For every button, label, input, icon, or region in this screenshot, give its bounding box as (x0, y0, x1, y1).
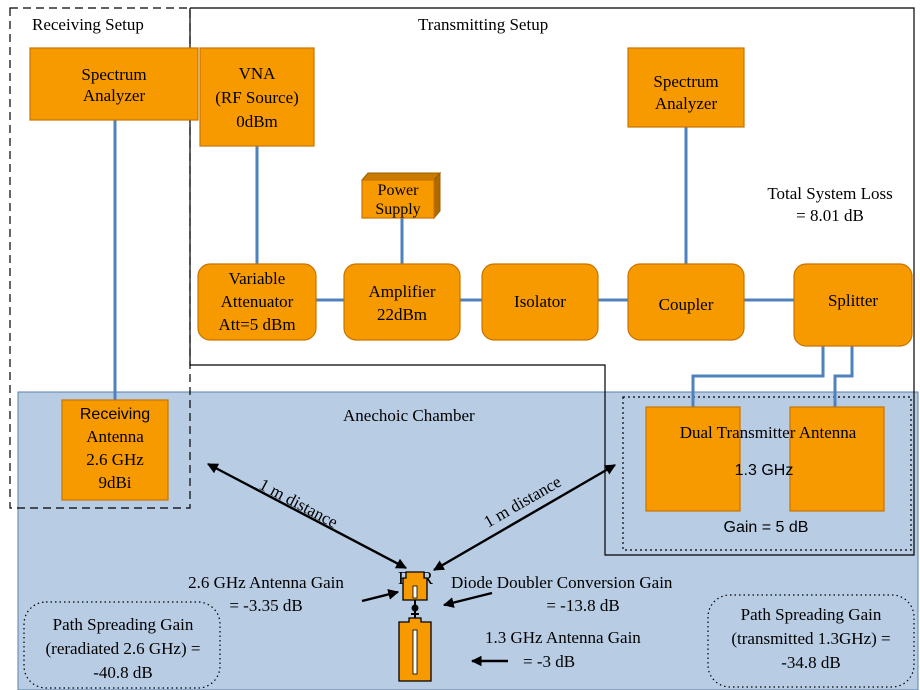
transmitting-setup-outline (189, 7, 915, 556)
amplifier-box (343, 263, 461, 341)
dual-antenna-gain: Gain = 5 dB (724, 519, 809, 536)
variable-attenuator-box (197, 263, 317, 341)
rx-antenna-label-3: 2.6 GHz (86, 450, 144, 469)
vna-label-2: (RF Source) (215, 88, 299, 107)
ant26-gain-arrow (361, 589, 400, 603)
total-loss-label-1: Total System Loss (767, 184, 892, 203)
dual-antenna-label: Dual Transmitter Antenna (680, 423, 857, 442)
path-spreading-right-outline (707, 594, 915, 688)
isolator-label: Isolator (514, 292, 566, 311)
transmit-antenna-2 (789, 406, 885, 512)
coupler-label: Coupler (659, 295, 714, 314)
vna-label-3: 0dBm (236, 112, 278, 131)
path-spreading-left-outline (23, 601, 221, 689)
power-label-1: Power (378, 182, 420, 199)
receiving-setup-outline (9, 7, 191, 509)
diode-gain-arrow (442, 591, 493, 608)
splitter-box (793, 263, 913, 347)
path-right-label-1: Path Spreading Gain (741, 605, 882, 624)
path-left-label-2: (reradiated 2.6 GHz) = (46, 639, 201, 658)
connection-wires (113, 120, 854, 407)
rx-antenna-label-1: Receiving (80, 406, 150, 423)
path-left-label-3: -40.8 dB (93, 663, 153, 682)
splitter-label: Splitter (828, 291, 878, 310)
rx-antenna-label-2: Antenna (86, 427, 144, 446)
coupler-box (627, 263, 745, 341)
receiving-setup-title: Receiving Setup (32, 15, 144, 34)
rx-spectrum-analyzer-box (29, 47, 199, 121)
amp-label-1: Amplifier (368, 282, 435, 301)
tx-spectrum-analyzer-box (627, 47, 745, 128)
diode-gain-label-2: = -13.8 dB (546, 596, 619, 615)
dual-antenna-outline (622, 396, 912, 551)
path-right-label-2: (transmitted 1.3GHz) = (731, 629, 890, 648)
amp-label-2: 22dBm (377, 305, 427, 324)
receiving-antenna-box (61, 399, 169, 501)
rx-spectrum-label-1: Spectrum (81, 65, 146, 84)
path-left-label-1: Path Spreading Gain (53, 615, 194, 634)
ant26-gain-label-2: = -3.35 dB (229, 596, 302, 615)
transmit-antenna-1-3ghz (645, 406, 741, 512)
fdr-device (398, 571, 432, 682)
path-right-label-3: -34.8 dB (781, 653, 841, 672)
vna-label-1: VNA (239, 64, 277, 83)
diode-gain-label-1: Diode Doubler Conversion Gain (451, 573, 673, 592)
total-loss-label-2: = 8.01 dB (796, 206, 864, 225)
atten-label-1: Variable (229, 269, 286, 288)
rx-antenna-label-4: 9dBi (98, 473, 131, 492)
ant13-gain-label-1: 1.3 GHz Antenna Gain (485, 628, 641, 647)
distance-arrow-right (433, 463, 616, 572)
isolator-box (481, 263, 599, 341)
rx-spectrum-label-2: Analyzer (83, 86, 146, 105)
atten-label-3: Att=5 dBm (218, 315, 295, 334)
anechoic-chamber-title: Anechoic Chamber (343, 406, 475, 425)
power-label-2: Supply (375, 201, 420, 218)
tx-spectrum-label-2: Analyzer (655, 94, 718, 113)
distance-arrow-left (207, 462, 407, 570)
atten-label-2: Attenuator (221, 292, 294, 311)
transmitting-setup-title: Transmitting Setup (418, 15, 548, 34)
dual-antenna-freq: 1.3 GHz (735, 462, 794, 479)
tx-spectrum-label-1: Spectrum (653, 72, 718, 91)
ant13-gain-label-2: = -3 dB (523, 652, 575, 671)
vna-rf-source-box (199, 47, 315, 147)
power-supply-box (360, 171, 442, 220)
ant26-gain-label-1: 2.6 GHz Antenna Gain (188, 573, 344, 592)
